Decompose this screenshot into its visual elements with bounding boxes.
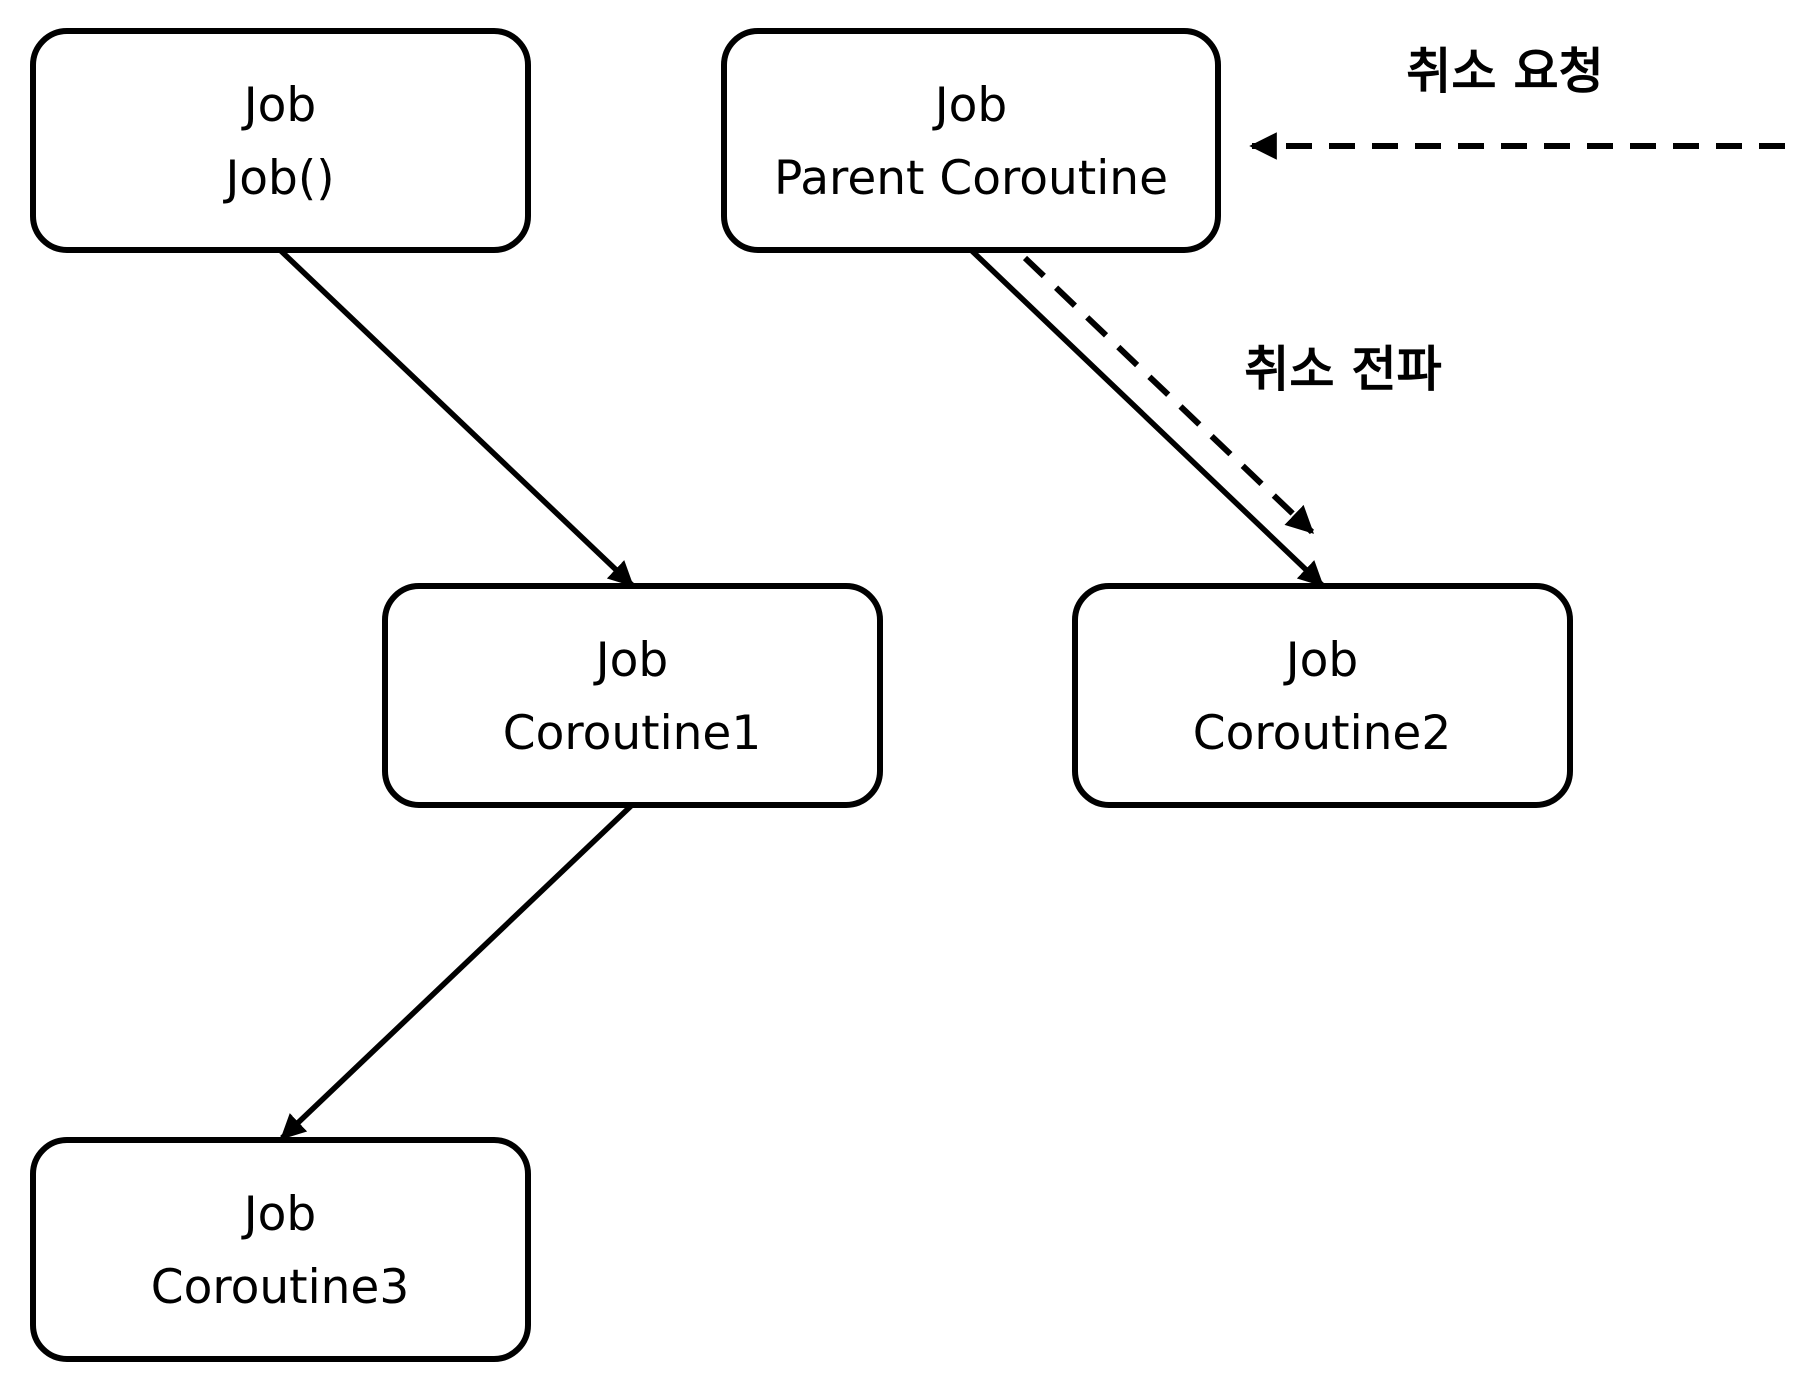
node-job-factory-name: Job() bbox=[222, 151, 334, 206]
node-coroutine2-type: Job bbox=[1283, 633, 1358, 688]
node-coroutine2-name: Coroutine2 bbox=[1193, 706, 1452, 761]
edge-coroutine1-to-coroutine3 bbox=[280, 803, 634, 1140]
node-coroutine3: Job Coroutine3 bbox=[30, 1137, 531, 1362]
edge-parent-to-coroutine2 bbox=[969, 248, 1324, 587]
node-parent-coroutine-type: Job bbox=[932, 78, 1007, 133]
node-parent-coroutine: Job Parent Coroutine bbox=[721, 28, 1221, 253]
node-coroutine3-type: Job bbox=[241, 1187, 316, 1242]
node-job-factory: Job Job() bbox=[30, 28, 531, 253]
node-coroutine1: Job Coroutine1 bbox=[382, 583, 883, 808]
cancel-propagation-label: 취소 전파 bbox=[1244, 341, 1441, 398]
node-parent-coroutine-box bbox=[721, 28, 1221, 253]
node-coroutine1-name: Coroutine1 bbox=[503, 706, 762, 761]
edge-job-to-coroutine1 bbox=[278, 248, 634, 587]
node-coroutine3-name: Coroutine3 bbox=[151, 1260, 410, 1315]
node-coroutine1-type: Job bbox=[593, 633, 668, 688]
node-coroutine1-box bbox=[382, 583, 883, 808]
cancel-request-label: 취소 요청 bbox=[1406, 43, 1603, 100]
node-coroutine2-box bbox=[1072, 583, 1573, 808]
node-parent-coroutine-name: Parent Coroutine bbox=[774, 151, 1168, 206]
node-job-factory-type: Job bbox=[241, 78, 316, 133]
node-coroutine3-box bbox=[30, 1137, 531, 1362]
cancel-propagation-arrow bbox=[1022, 255, 1315, 535]
node-job-factory-box bbox=[30, 28, 531, 253]
node-coroutine2: Job Coroutine2 bbox=[1072, 583, 1573, 808]
